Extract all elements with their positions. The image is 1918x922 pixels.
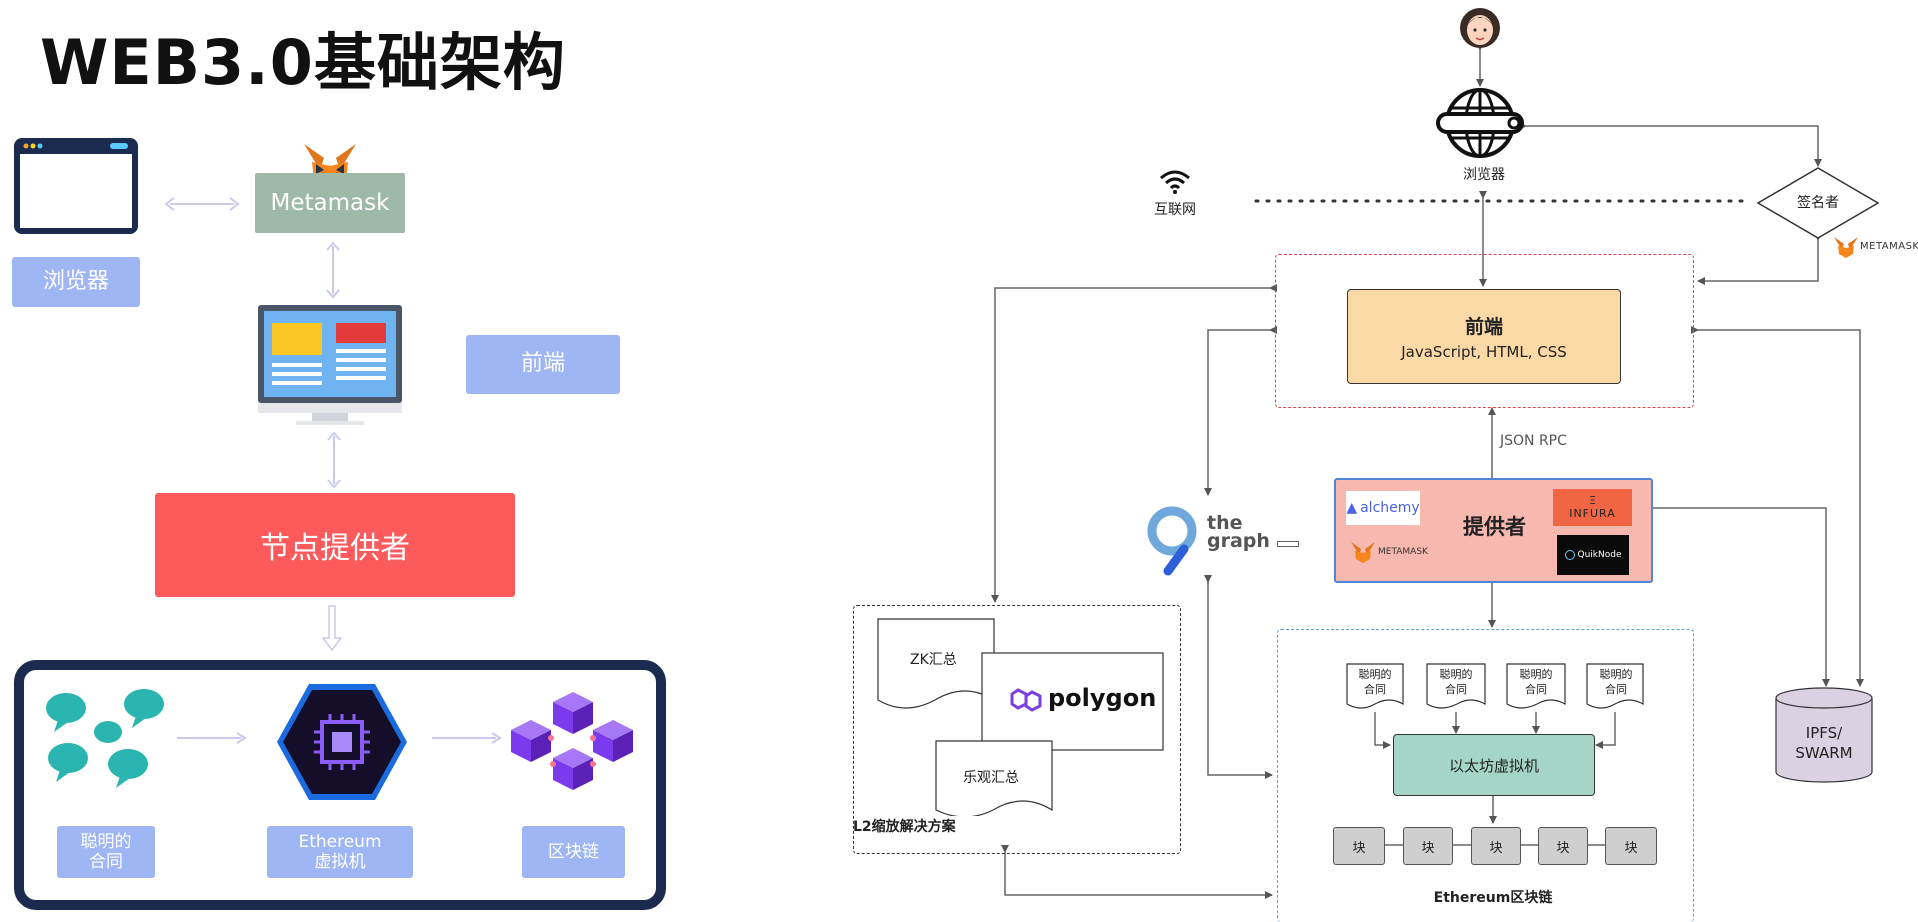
browser-metamask-arrow — [164, 197, 240, 211]
evm-blockchain-arrow — [432, 732, 502, 744]
alchemy-a-icon: ▲ — [1346, 500, 1358, 516]
ipfs-label: IPFS/ SWARM — [1795, 724, 1853, 762]
globe-browser-icon — [1436, 88, 1524, 158]
monitor-icon — [258, 305, 402, 425]
block-1: 块 — [1333, 827, 1385, 865]
left-frontend-label: 前端 — [466, 335, 620, 394]
provider-metamask-fox-icon — [1351, 542, 1375, 563]
node-down-arrow — [321, 605, 343, 652]
wifi-icon — [1160, 170, 1190, 194]
frontend-dashed-group — [1275, 254, 1694, 408]
internet-label: 互联网 — [1154, 202, 1196, 218]
left-evm-label: Ethereum 虚拟机 — [267, 826, 413, 878]
node-provider-box: 节点提供者 — [155, 493, 515, 597]
infura-text: INFURA — [1569, 506, 1616, 520]
l2-documents — [877, 618, 1164, 816]
frontend-subtitle: JavaScript, HTML, CSS — [1401, 343, 1567, 361]
contract-evm-arrow — [177, 732, 247, 744]
block-4: 块 — [1538, 827, 1588, 865]
polygon-logo-icon — [1010, 688, 1042, 712]
signer-label: 签名者 — [1797, 195, 1839, 211]
polygon-text: polygon — [1048, 684, 1157, 712]
right-browser-label: 浏览器 — [1463, 167, 1505, 183]
evm-chip-icon — [277, 684, 407, 800]
thegraph-text: the graph — [1207, 512, 1270, 553]
block-3: 块 — [1471, 827, 1521, 865]
thegraph-line2: graph — [1207, 530, 1270, 553]
page-title: WEB3.0基础架构 — [40, 26, 566, 99]
frontend-title: 前端 — [1464, 316, 1503, 338]
block-5: 块 — [1605, 827, 1657, 865]
l2-dashed-group — [853, 605, 1181, 854]
provider-label: 提供者 — [1463, 515, 1526, 539]
ethereum-dashed-group — [1277, 629, 1694, 922]
user-avatar-icon — [1460, 8, 1500, 48]
thegraph-logo-icon — [1147, 506, 1197, 576]
monitor-node-arrow — [327, 431, 341, 489]
thegraph-line1: the — [1207, 512, 1243, 534]
quicknode-ring-icon — [1564, 550, 1575, 560]
browser-window-icon — [14, 138, 138, 234]
ipfs-cylinder — [1775, 687, 1873, 783]
thegraph-connector-stub — [1277, 541, 1299, 547]
json-rpc-label: JSON RPC — [1500, 433, 1567, 449]
alchemy-logo: ▲alchemy — [1346, 491, 1420, 525]
ethereum-chain-label: Ethereum区块链 — [1433, 890, 1553, 906]
quicknode-text: QuikNode — [1577, 550, 1622, 560]
left-browser-label: 浏览器 — [12, 257, 140, 307]
infura-mark: Ξ — [1589, 494, 1596, 508]
smart-contract-bubbles-icon — [46, 689, 164, 788]
frontend-box: 前端 JavaScript, HTML, CSS — [1347, 289, 1621, 384]
block-2: 块 — [1403, 827, 1453, 865]
evm-box: 以太坊虚拟机 — [1393, 734, 1595, 796]
blockchain-cubes-icon — [511, 692, 633, 790]
alchemy-text: alchemy — [1360, 500, 1420, 516]
left-metamask-label: Metamask — [255, 173, 405, 233]
zk-rollup-label: ZK汇总 — [910, 652, 957, 668]
provider-metamask-text: METAMASK — [1378, 547, 1428, 557]
contract-1-label: 聪明的 合同 — [1358, 668, 1392, 696]
signer-metamask-fox-icon — [1834, 237, 1858, 258]
infura-logo: Ξ INFURA — [1553, 489, 1632, 526]
left-smart-contract-label: 聪明的 合同 — [57, 826, 155, 878]
left-blockchain-label: 区块链 — [522, 826, 625, 878]
contract-3-label: 聪明的 合同 — [1519, 668, 1553, 696]
quicknode-logo: QuikNode — [1557, 535, 1629, 575]
optimistic-rollup-label: 乐观汇总 — [963, 770, 1019, 786]
contract-2-label: 聪明的 合同 — [1439, 668, 1473, 696]
signer-diamond — [1756, 167, 1880, 239]
smart-contract-documents — [1346, 663, 1644, 709]
contract-4-label: 聪明的 合同 — [1599, 668, 1633, 696]
metamask-monitor-arrow — [326, 241, 340, 299]
l2-scaling-label: L2缩放解决方案 — [853, 819, 956, 835]
signer-metamask-text: METAMASK — [1860, 241, 1918, 252]
